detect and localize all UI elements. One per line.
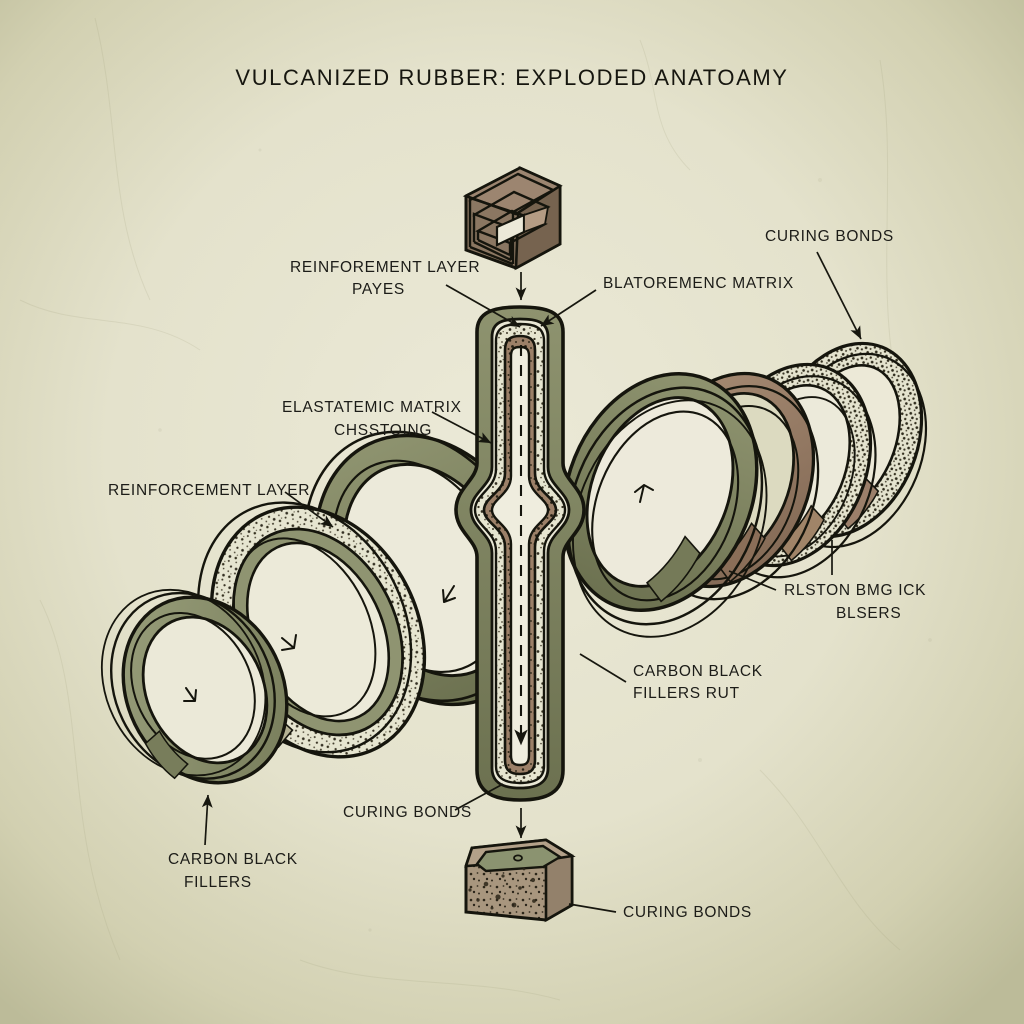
page-title: VULCANIZED RUBBER: EXPLODED ANATOAMY [235,65,788,90]
label-reinforcement-layer: REINFORCEMENT LAYER [108,482,310,499]
label-layer: REINFOREMENT LAYER PAYES BLATOREMENC MAT… [108,228,926,921]
label-curing-bonds-top-right: CURING BONDS [765,228,894,245]
leader-curing-bonds-bottom-left [454,783,504,811]
label-line: CURING BONDS [623,904,752,921]
label-line: REINFOREMENT LAYER [290,259,480,276]
label-line: CHSSTOING [334,422,432,439]
label-line: CARBON BLACK [633,663,763,680]
right-rings-group [561,341,928,638]
label-curing-bonds-bottom-left: CURING BONDS [343,804,472,821]
curing-bond-block [464,838,576,923]
label-line: PAYES [352,281,405,298]
label-line: REINFORCEMENT LAYER [108,482,310,499]
leader-ristion-bmgick-blsers [728,570,777,591]
leader-lines [201,251,862,913]
leader-blatoremenc-matrix [540,289,597,327]
label-line: CARBON BLACK [168,851,298,868]
label-line: BLATOREMENC MATRIX [603,275,794,292]
leader-reinforcement-layer-payes [445,284,521,328]
label-elastatemic-matrix-chsstoing: ELASTATEMIC MATRIX CHSSTOING [282,399,462,439]
label-carbon-black-fillers-rut: CARBON BLACK FILLERS RUT [633,663,763,702]
leader-carbon-black-fillers-rut [579,653,627,683]
label-line: RLSTON BMG ICK [784,582,926,599]
label-line: CURING BONDS [343,804,472,821]
leader-reinforcement-layer [284,491,334,528]
label-line: BLSERS [836,605,901,622]
label-curing-bonds-bottom-right: CURING BONDS [623,904,752,921]
ring-right-1 [561,371,768,638]
label-line: ELASTATEMIC MATRIX [282,399,462,416]
ring-left-1 [100,588,289,785]
reinforcement-weave-block [462,166,563,271]
label-line: FILLERS RUT [633,685,740,702]
leader-curing-bonds-bottom-right [568,903,617,913]
leader-curing-bonds-top-right [816,251,862,340]
label-blatoremenc-matrix: BLATOREMENC MATRIX [603,275,794,292]
label-ristion-bmgick-blsers: RLSTON BMG ICK BLSERS [784,582,926,622]
label-line: CURING BONDS [765,228,894,245]
label-carbon-black-fillers: CARBON BLACK FILLERS [168,851,298,891]
label-reinforcement-layer-payes: REINFOREMENT LAYER PAYES [290,259,480,298]
leader-carbon-black-fillers [201,794,213,846]
elastomeric-matrix-cross-section [454,305,586,802]
label-line: FILLERS [184,874,252,891]
leader-elastatemic-matrix-chsstoing [431,411,492,444]
